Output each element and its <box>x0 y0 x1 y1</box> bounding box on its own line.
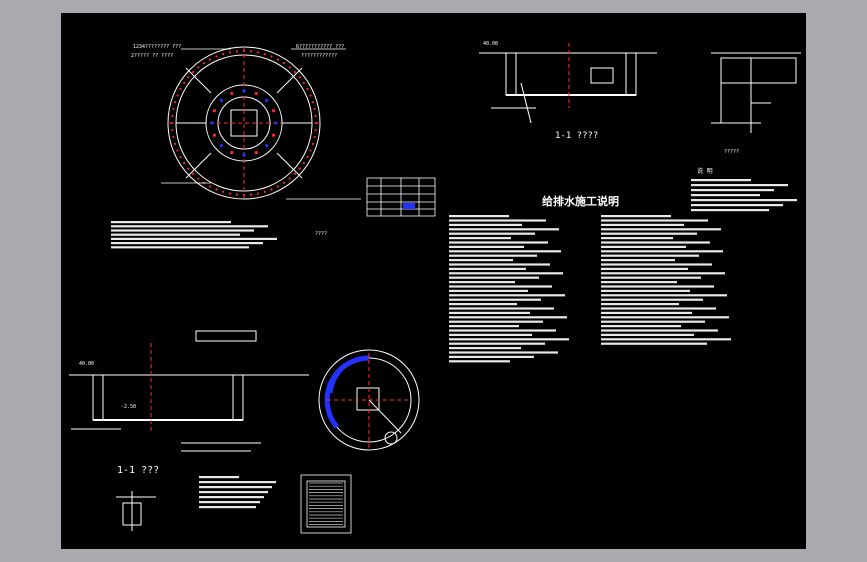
drawing-sheet[interactable]: 1234???????? ??? 6??????????? ??? 2?????… <box>61 13 806 549</box>
callout-3: 6??????????? ??? <box>296 44 344 50</box>
mid-notes <box>199 476 276 509</box>
plan-caption-2: ????? <box>724 149 739 155</box>
bolt-circle <box>170 49 318 197</box>
notes-body <box>449 215 731 363</box>
callout-4: ???????????? <box>301 53 337 59</box>
circular-tank-plan-icon <box>167 46 321 200</box>
callout-2: 2????? ?? ???? <box>131 53 173 59</box>
plan-caption: ???? <box>315 231 327 237</box>
bottom-section <box>69 330 309 452</box>
plan-callouts <box>161 48 361 200</box>
drawing-canvas: 1234???????? ??? 6??????????? ??? 2?????… <box>69 41 801 534</box>
grating-plan <box>300 474 352 534</box>
callout-1: 1234???????? ??? <box>133 44 181 50</box>
notes-heading-right: 说 明 <box>697 167 713 175</box>
legend-table <box>366 177 436 217</box>
level-left: 40.00 <box>79 361 94 367</box>
plan-notes <box>111 221 277 249</box>
level-top: 40.00 <box>483 41 498 47</box>
pipe-detail <box>116 491 156 531</box>
notes-title: 给排水施工说明 <box>542 194 619 208</box>
section-label-bottom: 1-1 ??? <box>117 465 159 476</box>
grating-lines <box>309 482 343 525</box>
section-view-icon <box>479 43 657 124</box>
detail-view <box>711 52 801 133</box>
right-notes <box>691 179 797 212</box>
section-label-top: 1-1 ???? <box>555 131 598 141</box>
level-section: -2.50 <box>121 404 136 410</box>
round-plan-blue <box>318 349 420 451</box>
